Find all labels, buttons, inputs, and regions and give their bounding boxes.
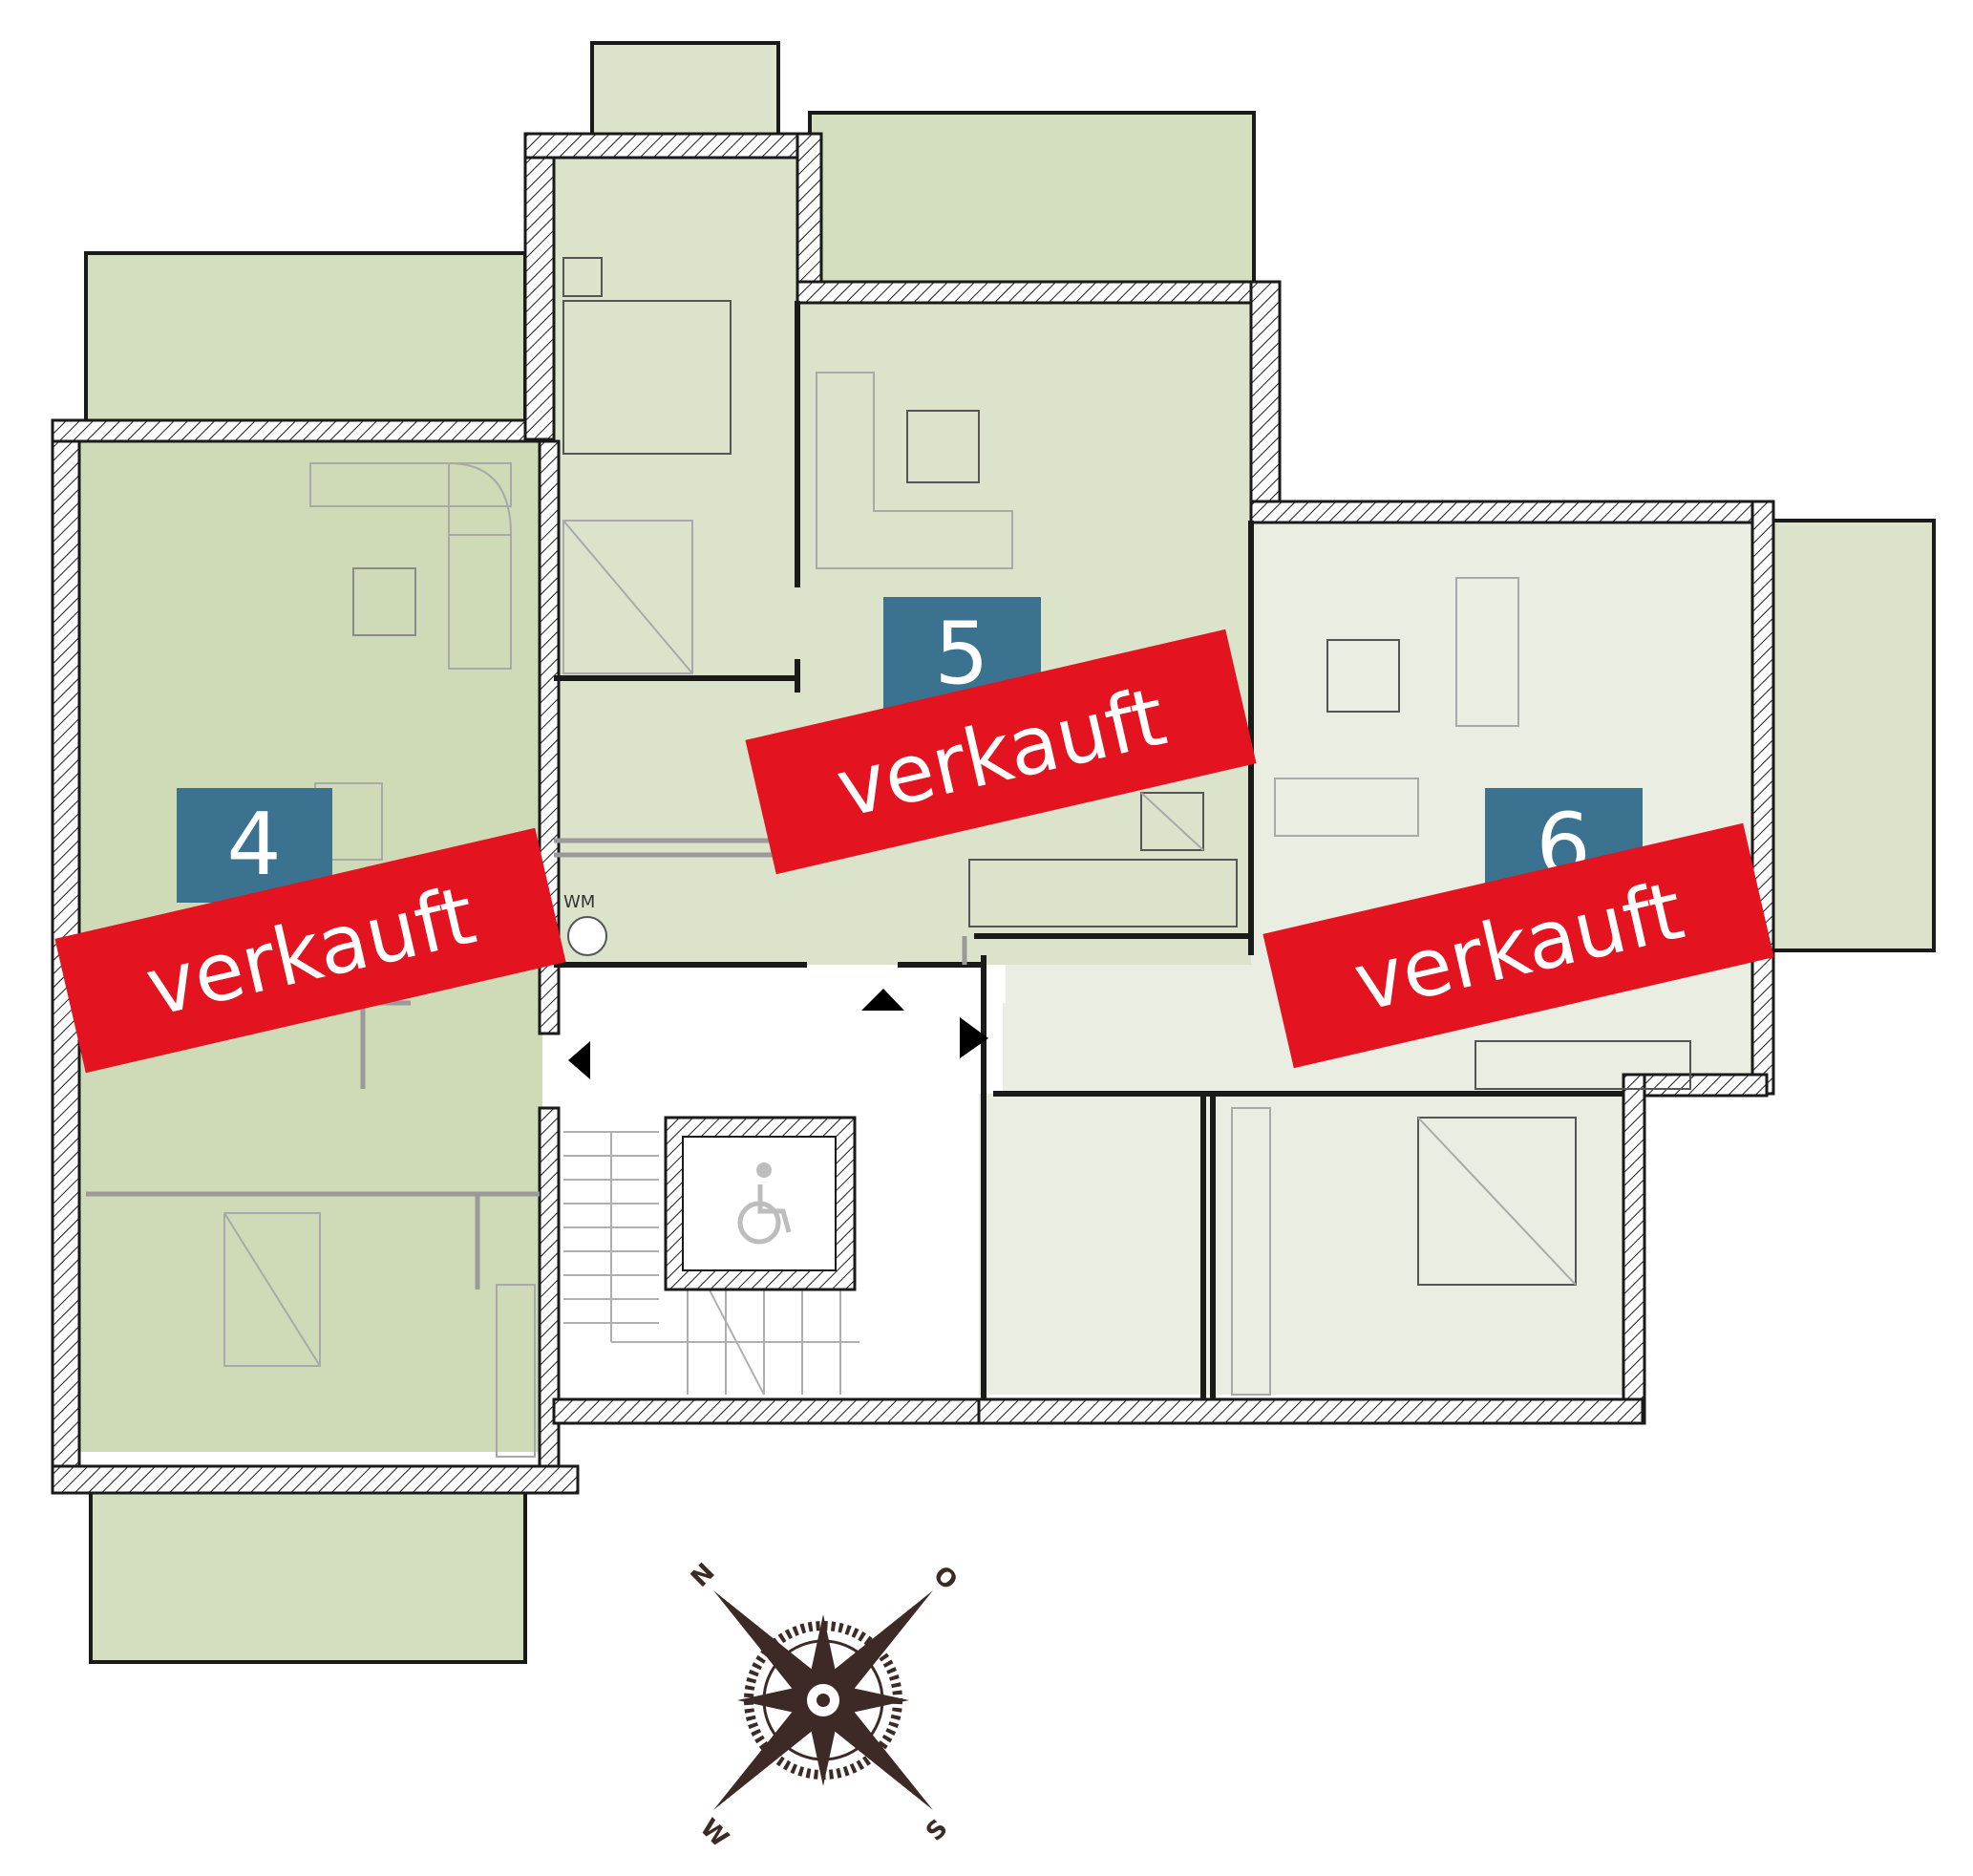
balconies	[84, 41, 1936, 1664]
unit-4-badge[interactable]: 4	[177, 788, 332, 903]
compass-rose: N O S W	[686, 1558, 963, 1853]
washer-icon	[567, 916, 607, 956]
inner-walls	[554, 301, 1623, 1399]
balcony-unit5-north-small	[590, 41, 780, 140]
triangle-arrow-icon	[861, 989, 904, 1011]
triangle-arrow-icon	[960, 1017, 988, 1058]
washer-label: WM	[563, 892, 595, 912]
compass-west: W	[694, 1814, 733, 1853]
balcony-unit4-south	[89, 1488, 527, 1664]
compass-north: N	[686, 1558, 721, 1593]
entrance-arrows	[568, 989, 988, 1079]
floor-unit6-south	[979, 965, 1256, 1395]
furniture-unit5	[562, 257, 1238, 927]
balcony-unit4-north	[84, 251, 527, 427]
balcony-unit5-north	[808, 111, 1256, 296]
triangle-arrow-icon	[568, 1041, 590, 1079]
furniture-unit6	[1231, 577, 1691, 1396]
floor-unit5-west	[544, 158, 797, 965]
stairs	[563, 1131, 859, 1396]
compass-south: S	[921, 1814, 953, 1846]
balcony-unit6-east	[1770, 519, 1936, 952]
furniture-unit4	[223, 461, 536, 1458]
unit-4-number: 4	[226, 795, 281, 895]
wheelchair-icon	[737, 1162, 792, 1245]
